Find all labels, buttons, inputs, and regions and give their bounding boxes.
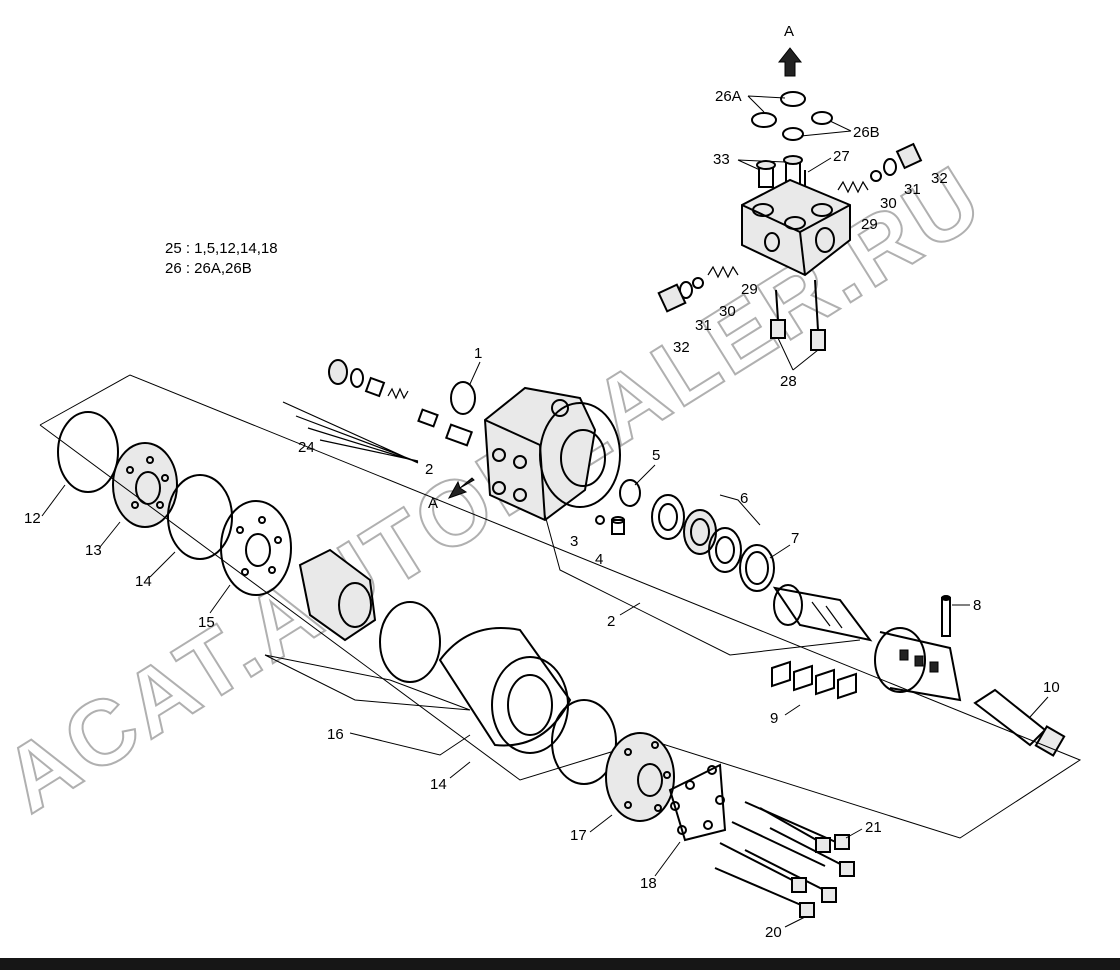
label-1: 1 [474,345,482,362]
label-4: 4 [595,551,603,568]
view-arrow-a [777,47,803,77]
bolt-set-20 [714,842,837,918]
label-28: 28 [780,373,797,390]
o-ring-14-lower [551,699,617,785]
o-ring-rotor [379,601,441,683]
label-9: 9 [770,710,778,727]
centering-springs-9 [771,660,857,700]
label-14-lower: 14 [430,776,447,793]
label-8: 8 [973,597,981,614]
seal-7 [739,544,775,592]
check-valve-33-right [783,155,803,185]
rotor [298,548,377,642]
seal-1 [450,381,476,415]
spacer-plate-15 [220,500,292,596]
label-2-housing: 2 [425,461,433,478]
label-10: 10 [1043,679,1060,696]
bushing-4 [611,516,625,535]
spool [772,584,873,642]
o-ring-5 [619,479,641,507]
label-26b: 26B [853,124,880,141]
spring-29-right [837,180,869,194]
o-ring-26b-left [782,127,804,141]
view-marker-left: A [428,495,438,512]
label-15: 15 [198,614,215,631]
bottom-bar [0,958,1120,970]
ball-30-left [692,277,704,289]
sleeve [874,627,962,702]
thrust-bearing-6 [651,494,742,573]
plug-32-left [657,283,687,313]
label-33: 33 [713,151,730,168]
label-20: 20 [765,924,782,941]
label-13: 13 [85,542,102,559]
label-18: 18 [640,875,657,892]
label-30-right: 30 [880,195,897,212]
label-29-left: 29 [741,281,758,298]
valve-block-assembly [657,91,923,351]
note-line-1: 25 : 1,5,12,14,18 [165,240,278,257]
label-29-right: 29 [861,216,878,233]
pin-8 [941,595,951,637]
label-14-upper: 14 [135,573,152,590]
plug-32-right [895,142,923,170]
bracket-25 [39,374,1082,839]
stator-ring [438,627,572,754]
label-26a: 26A [715,88,742,105]
end-plate-13 [112,442,178,528]
o-ring-26b-right [811,111,833,125]
ball-3 [595,515,605,525]
label-12: 12 [24,510,41,527]
o-ring-26a-right [780,91,806,107]
o-ring-14-upper [167,474,233,560]
spring-29-left [707,265,739,279]
seal-31-right [883,158,897,176]
view-marker-top: A [784,23,794,40]
note-line-2: 26 : 26A,26B [165,260,252,277]
view-arrow-a-left [447,477,475,499]
ball-30-right [870,170,882,182]
seal-washers-18 [668,763,727,842]
label-3: 3 [570,533,578,550]
label-27: 27 [833,148,850,165]
check-valve-33-left [756,160,776,188]
label-24: 24 [298,439,315,456]
drive-shaft-10 [973,688,1066,757]
label-6: 6 [740,490,748,507]
label-5: 5 [652,447,660,464]
label-32-right: 32 [931,170,948,187]
label-2-spool: 2 [607,613,615,630]
label-32-left: 32 [673,339,690,356]
bolt-set-21 [731,801,855,877]
label-16: 16 [327,726,344,743]
label-7: 7 [791,530,799,547]
end-cap-17 [605,732,675,822]
bracket-16 [264,654,471,711]
label-31-left: 31 [695,317,712,334]
bypass-valve-group-24 [282,359,474,464]
o-ring-12 [57,411,119,493]
o-ring-26a-left [751,112,777,128]
label-30-left: 30 [719,303,736,320]
valve-housing [483,386,621,522]
label-31-right: 31 [904,181,921,198]
label-21: 21 [865,819,882,836]
label-17: 17 [570,827,587,844]
